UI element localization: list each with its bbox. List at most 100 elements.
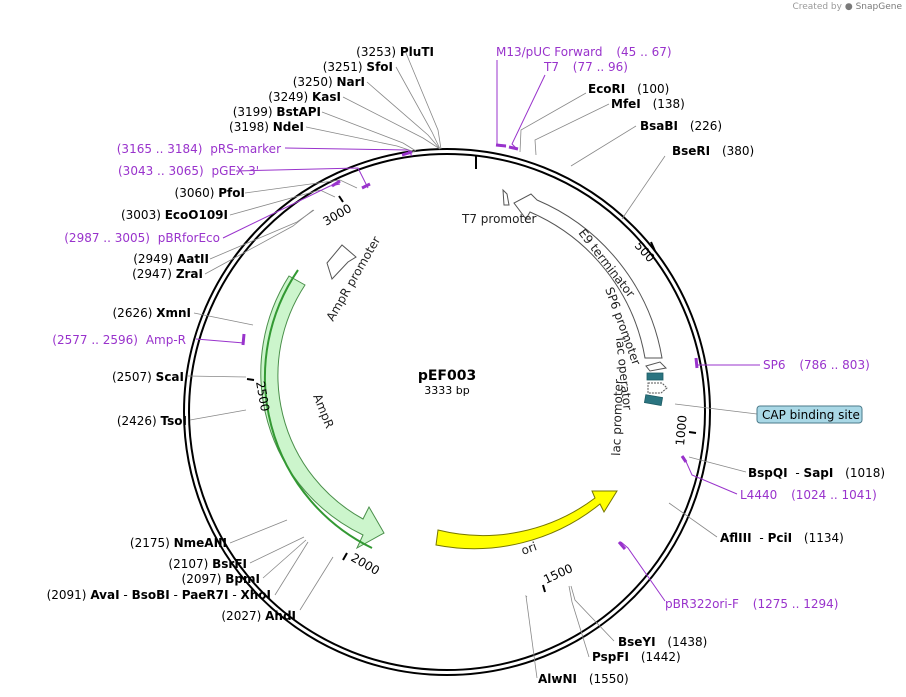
enzymes-right-group: EcoRI (100) MfeI (138) BsaBI (226) BseRI… bbox=[538, 82, 885, 686]
tick-label-500: 500 bbox=[632, 239, 658, 265]
primer-line-pgex bbox=[235, 167, 369, 189]
primer-mark-ampr bbox=[241, 333, 246, 346]
cap-binding-site-label: CAP binding site bbox=[762, 408, 860, 422]
enzyme-label-bseyi: BseYI (1438) bbox=[618, 635, 707, 649]
ampr-complement-line bbox=[263, 269, 373, 549]
tick-mark-3000 bbox=[338, 195, 344, 203]
leader-scai bbox=[187, 375, 247, 378]
leader-afliii bbox=[668, 502, 718, 538]
enzyme-label-kasi: (3249) KasI bbox=[268, 90, 341, 104]
ampr-promoter-arrow bbox=[326, 244, 357, 280]
enzyme-label-bseri: BseRI (380) bbox=[672, 144, 754, 158]
leader-kasi bbox=[342, 96, 441, 150]
leader-bsabi bbox=[570, 125, 637, 167]
leader-bseyi bbox=[570, 585, 615, 642]
lac-promoter-label: lac promoter bbox=[609, 379, 626, 456]
tick-mark-2000 bbox=[342, 552, 348, 561]
enzyme-label-ecori: EcoRI (100) bbox=[588, 82, 669, 96]
tick-label-1000: 1000 bbox=[673, 415, 690, 447]
primer-mark-pbrforeco bbox=[331, 179, 341, 188]
leader-ecoo109i bbox=[229, 189, 336, 216]
credit-brand: SnapGene bbox=[855, 2, 902, 12]
enzyme-leader-lines bbox=[187, 52, 758, 679]
enzyme-label-ahdi: (2027) AhdI bbox=[221, 609, 296, 623]
credit-prefix: Created by bbox=[792, 2, 842, 12]
primer-label-pbrforeco: (2987 .. 3005) pBRforEco bbox=[64, 231, 220, 245]
primer-label-pgex: (3043 .. 3065) pGEX 3' bbox=[118, 164, 259, 178]
tick-mark-2500 bbox=[246, 378, 255, 381]
enzyme-label-pfoi: (3060) PfoI bbox=[175, 186, 245, 200]
enzyme-label-ecoo109i: (3003) EcoO109I bbox=[121, 208, 228, 222]
ori-arrow bbox=[435, 490, 618, 550]
t7-promoter-arrow bbox=[502, 188, 510, 206]
primer-line-l4440 bbox=[683, 456, 738, 495]
backbone-outer-ring bbox=[183, 148, 711, 676]
leader-nari bbox=[366, 81, 441, 150]
primer-label-sp6: SP6 (786 .. 803) bbox=[763, 358, 870, 372]
tick-label-2500: 2500 bbox=[253, 380, 272, 413]
leader-bseri bbox=[621, 155, 666, 220]
primer-line-ampr bbox=[195, 338, 245, 344]
snapgene-credit: Created by ● SnapGene bbox=[792, 2, 902, 12]
lac-operator-box bbox=[646, 372, 664, 381]
leader-bsrfi bbox=[249, 536, 305, 564]
tick-label-3000: 3000 bbox=[321, 201, 354, 228]
ampr-gene-arrow bbox=[260, 275, 385, 550]
primer-label-prs: (3165 .. 3184) pRS-marker bbox=[117, 142, 281, 156]
enzyme-label-bsabi: BsaBI (226) bbox=[640, 119, 722, 133]
enzyme-label-nmeaiii: (2175) NmeAIII bbox=[130, 536, 227, 550]
enzyme-label-mfei: MfeI (138) bbox=[611, 97, 685, 111]
t7-promoter-label: T7 promoter bbox=[461, 212, 537, 226]
enzyme-label-avai-group: (2091) AvaI - BsoBI - PaeR7I - XhoI bbox=[47, 588, 271, 602]
enzyme-label-scai: (2507) ScaI bbox=[112, 370, 184, 384]
primer-mark-prs bbox=[401, 150, 413, 157]
primer-line-pbr322ori bbox=[620, 541, 666, 602]
enzyme-label-pluti: (3253) PluTI bbox=[356, 45, 434, 59]
leader-pluti bbox=[405, 52, 442, 150]
enzyme-label-alwni: AlwNI (1550) bbox=[538, 672, 629, 686]
enzyme-label-pspfi: PspFI (1442) bbox=[592, 650, 681, 664]
enzyme-label-aatii: (2949) AatII bbox=[133, 252, 209, 266]
leader-ahdi bbox=[299, 556, 334, 611]
ampr-label: AmpR bbox=[310, 392, 336, 430]
sp6-promoter-arrow bbox=[645, 361, 668, 372]
enzyme-label-zrai: (2947) ZraI bbox=[132, 267, 203, 281]
leader-pfoi bbox=[244, 179, 358, 194]
plasmid-length: 3333 bp bbox=[424, 384, 469, 397]
primer-label-pbr322ori: pBR322ori-F (1275 .. 1294) bbox=[665, 597, 838, 611]
primer-line-prs bbox=[284, 147, 413, 157]
primer-line-m13 bbox=[496, 60, 507, 148]
tick-mark-500 bbox=[650, 241, 656, 252]
leader-mfei bbox=[534, 103, 610, 156]
tick-mark-1500 bbox=[542, 584, 546, 593]
leader-xmni bbox=[193, 312, 254, 326]
enzyme-label-bspqi: BspQI - SapI (1018) bbox=[748, 466, 885, 480]
leader-avai-group bbox=[274, 541, 309, 596]
leader-zrai bbox=[204, 209, 314, 275]
primer-mark-pgex bbox=[361, 182, 371, 190]
cap-binding-site-badge bbox=[756, 405, 863, 424]
tick-label-1500: 1500 bbox=[541, 561, 575, 587]
leader-alwni bbox=[525, 594, 538, 679]
primer-mark-sp6 bbox=[694, 357, 699, 369]
leader-ndei bbox=[305, 126, 416, 153]
primer-mark-t7 bbox=[508, 145, 519, 151]
e9-terminator-arrow bbox=[513, 193, 663, 359]
enzyme-label-xmni: (2626) XmnI bbox=[113, 306, 192, 320]
enzyme-label-bsrfi: (2107) BsrFI bbox=[168, 557, 247, 571]
enzyme-label-nari: (3250) NarI bbox=[293, 75, 365, 89]
plasmid-name: pEF003 bbox=[418, 368, 476, 384]
enzyme-label-tsoi: (2426) TsoI bbox=[117, 414, 187, 428]
leader-tsoi bbox=[189, 409, 247, 421]
leader-sfoi bbox=[395, 66, 441, 150]
primer-labels-group: M13/pUC Forward (45 .. 67) T7 (77 .. 96)… bbox=[52, 45, 876, 611]
ori-label: ori bbox=[519, 539, 538, 557]
primer-label-m13: M13/pUC Forward (45 .. 67) bbox=[496, 45, 672, 59]
primer-mark-l4440 bbox=[680, 455, 688, 463]
enzyme-label-afliii: AflIII - PciI (1134) bbox=[720, 531, 844, 545]
primer-label-t7: T7 (77 .. 96) bbox=[543, 60, 628, 74]
enzyme-label-bpmi: (2097) BpmI bbox=[182, 572, 260, 586]
tick-label-2000: 2000 bbox=[349, 550, 382, 577]
